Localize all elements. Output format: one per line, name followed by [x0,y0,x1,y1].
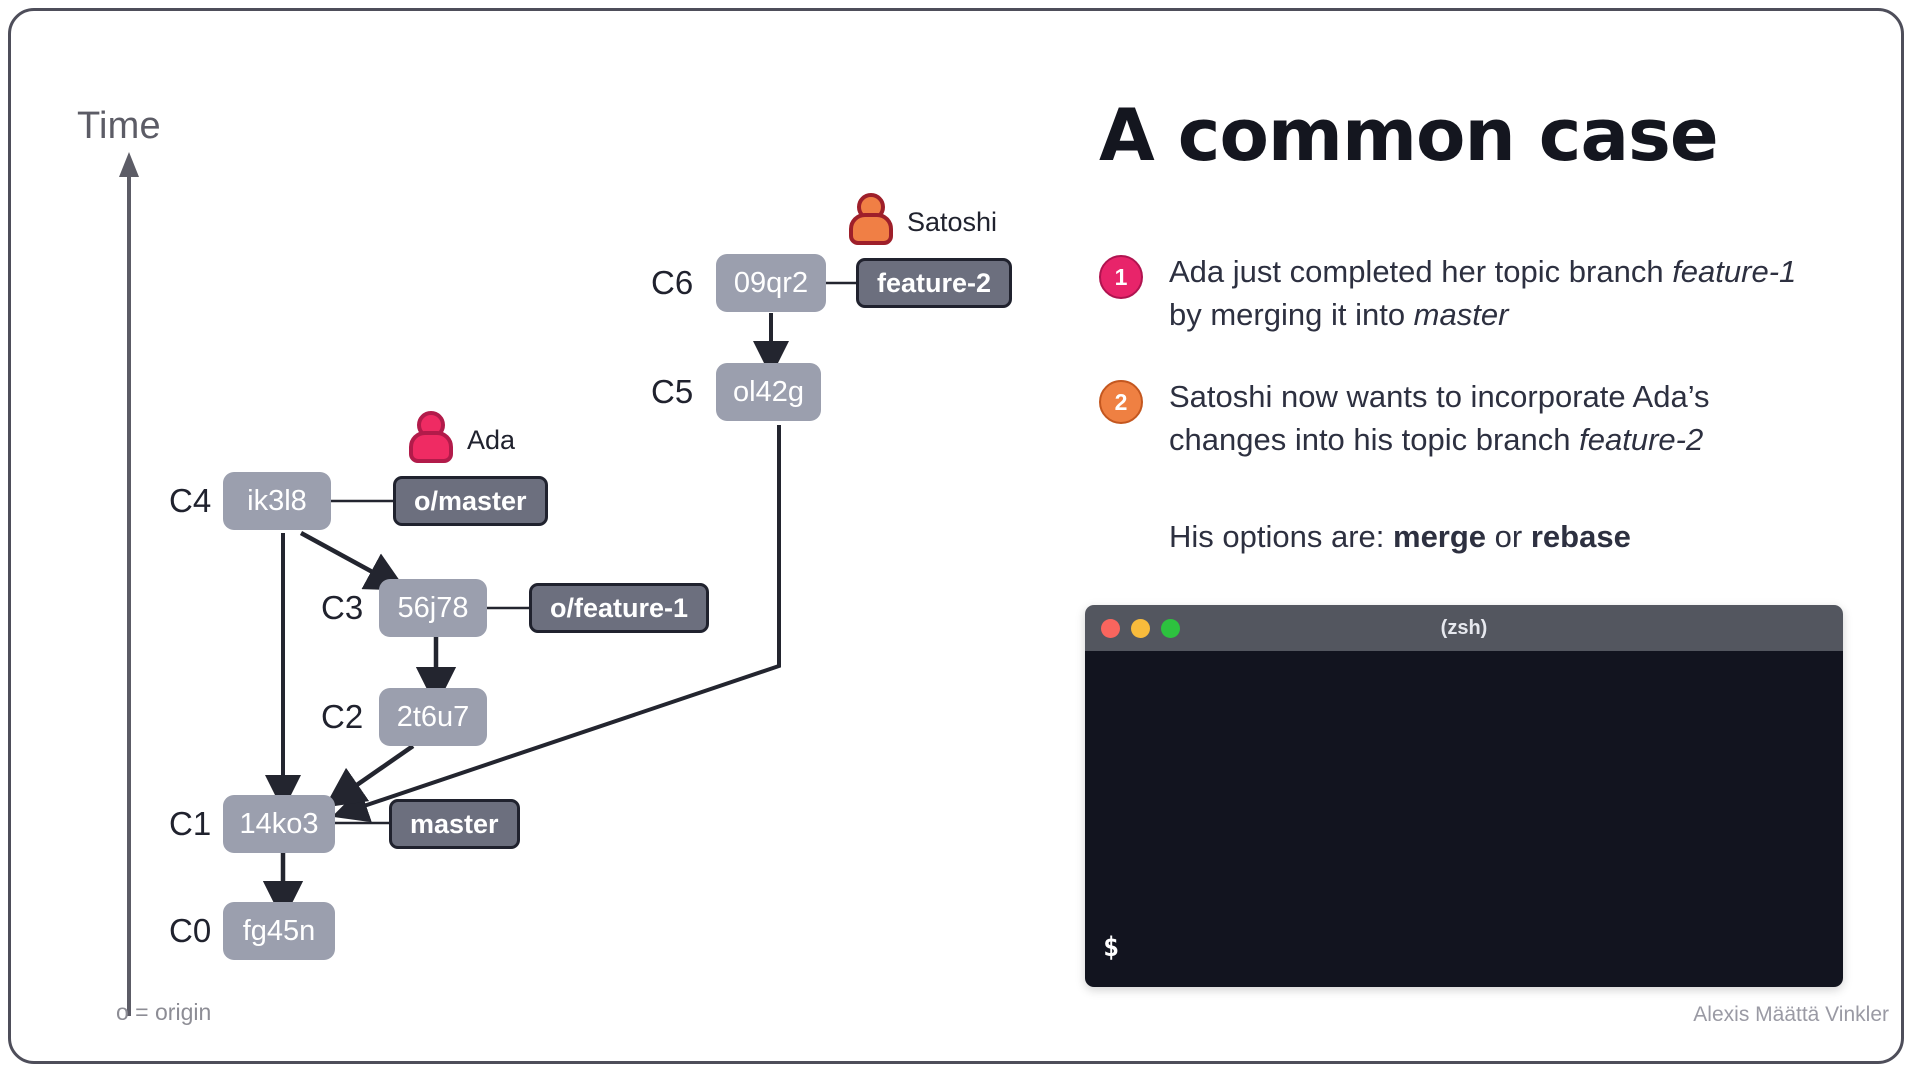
commit-node-c0[interactable]: fg45n [223,902,335,960]
bullet-2-part-0: Satoshi now wants to incorporate Ada’s c… [1169,379,1710,457]
terminal-title-bar[interactable]: (zsh) [1085,605,1843,651]
bullet-text-1: Ada just completed her topic branch feat… [1169,251,1809,337]
person-name-satoshi: Satoshi [907,207,998,237]
terminal-title: (zsh) [1440,616,1488,639]
terminal-traffic-lights [1101,605,1180,651]
edge-c4-c3 [299,531,407,591]
branch-tag-o-feature-1[interactable]: o/feature-1 [529,583,710,633]
options-separator: or [1486,519,1531,554]
explanation-panel: A common case 1 Ada just completed her t… [1071,11,1901,1061]
edge-c5-c1 [331,425,781,823]
commit-label-c3: C3 [321,589,364,626]
options-prefix: His options are: [1169,519,1393,554]
bullet-1-part-3: master [1413,296,1509,332]
bullet-badge-2: 2 [1099,380,1143,424]
terminal-prompt: $ [1103,932,1120,963]
commit-label-c1: C1 [169,805,212,842]
bullet-1-part-2: by merging it into [1169,296,1414,332]
author-attribution: Alexis Määttä Vinkler [1693,1003,1889,1026]
bullet-item-1: 1 Ada just completed her topic branch fe… [1099,251,1809,337]
commit-node-c2[interactable]: 2t6u7 [379,688,487,746]
avatar-satoshi [849,193,893,245]
commit-node-c5[interactable]: ol42g [716,363,821,421]
bullet-badge-1: 1 [1099,255,1143,299]
bullet-item-2: 2 Satoshi now wants to incorporate Ada’s… [1099,376,1809,462]
ada-body [409,431,453,463]
bullet-2-part-1: feature-2 [1579,421,1704,457]
branch-tag-feature-2[interactable]: feature-2 [856,258,1013,308]
terminal-window[interactable]: (zsh) $ [1085,605,1843,987]
time-axis-label: Time [77,105,161,147]
bullet-text-2: Satoshi now wants to incorporate Ada’s c… [1169,376,1809,462]
slide-canvas: Time C6 09qr2 feature-2 Satoshi C5 ol42g… [8,8,1904,1064]
commit-label-c2: C2 [321,698,364,735]
branch-tag-o-master[interactable]: o/master [393,476,548,526]
options-line: His options are: merge or rebase [1169,519,1631,555]
option-merge: merge [1393,519,1487,554]
branch-tag-master[interactable]: master [389,799,520,849]
zoom-icon[interactable] [1161,618,1180,638]
graph-connector-layer [119,152,856,1016]
bullet-1-part-0: Ada just completed her topic branch [1169,254,1673,289]
commit-node-c3[interactable]: 56j78 [379,579,487,637]
page-title: A common case [1099,93,1719,177]
commit-label-c4: C4 [169,482,212,519]
avatar-ada [409,411,453,463]
close-icon[interactable] [1101,618,1120,638]
time-axis-arrowhead [119,152,139,177]
commit-label-c0: C0 [169,912,212,949]
option-rebase: rebase [1530,519,1631,554]
commit-node-c1[interactable]: 14ko3 [223,795,335,853]
edge-c2-c1 [324,744,415,808]
commit-node-c6[interactable]: 09qr2 [716,254,826,312]
commit-node-c4[interactable]: ik3l8 [223,472,331,530]
commit-label-c5: C5 [651,373,694,410]
satoshi-body [849,213,893,245]
minimize-icon[interactable] [1131,618,1150,638]
git-graph-panel: Time C6 09qr2 feature-2 Satoshi C5 ol42g… [11,11,1071,1061]
origin-legend: o = origin [116,999,212,1025]
bullet-1-part-1: feature-1 [1672,254,1797,289]
terminal-body[interactable]: $ [1085,651,1843,987]
commit-label-c6: C6 [651,264,694,301]
person-name-ada: Ada [467,425,516,455]
